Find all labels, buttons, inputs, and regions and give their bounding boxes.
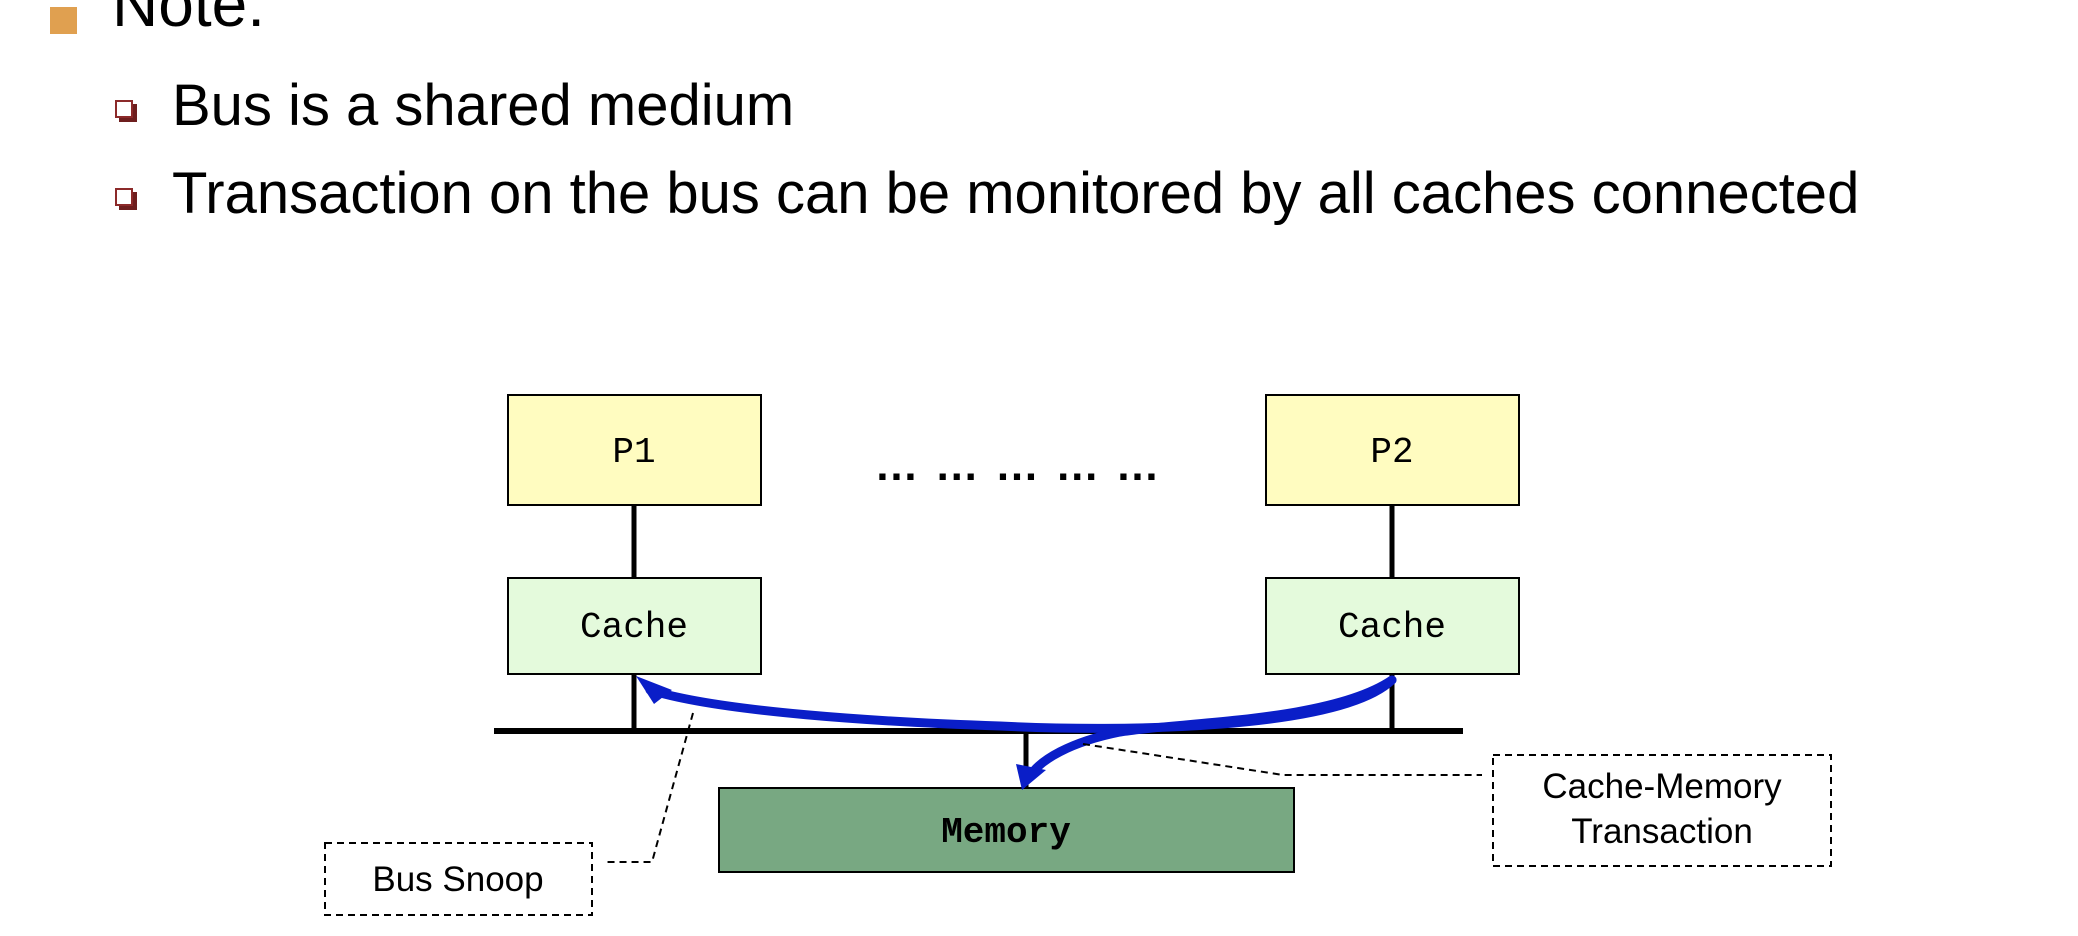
cache-2: Cache: [1265, 577, 1520, 675]
bullet-text-2: Transaction on the bus can be monitored …: [172, 161, 1860, 226]
snoop-arrowhead-icon: [636, 676, 672, 704]
title-bullet-icon: [50, 7, 77, 34]
cache-1: Cache: [507, 577, 762, 675]
processor-p2-label: P2: [1370, 432, 1413, 473]
bus-snoop-callout: [324, 842, 593, 916]
processor-ellipsis: … … … … …: [875, 441, 1162, 490]
memory-block: Memory: [718, 787, 1295, 873]
memory-label: Memory: [941, 812, 1071, 853]
transaction-arrow-to-memory: [1025, 675, 1397, 781]
sub-bullet-icon: [115, 188, 137, 210]
transaction-leader-line: [1082, 743, 1482, 776]
bus-snoop-label: Bus Snoop: [372, 860, 543, 899]
processor-p2: P2: [1265, 394, 1520, 506]
transaction-callout: [1492, 754, 1832, 867]
slide-title: Note:: [112, 0, 265, 40]
cache-2-label: Cache: [1338, 607, 1446, 648]
bullet-text-1: Bus is a shared medium: [172, 73, 795, 138]
memory-arrowhead-icon: [1016, 764, 1046, 790]
transaction-label-line-1: Cache-Memory: [1542, 767, 1782, 806]
sub-bullet-icon: [115, 100, 137, 122]
processor-p1-label: P1: [612, 432, 655, 473]
snoop-arrow-to-cache-1: [645, 675, 1397, 733]
processor-p1: P1: [507, 394, 762, 506]
transaction-label-line-2: Transaction: [1571, 812, 1753, 851]
cache-1-label: Cache: [580, 607, 688, 648]
bus-snoop-leader-line: [604, 712, 694, 863]
